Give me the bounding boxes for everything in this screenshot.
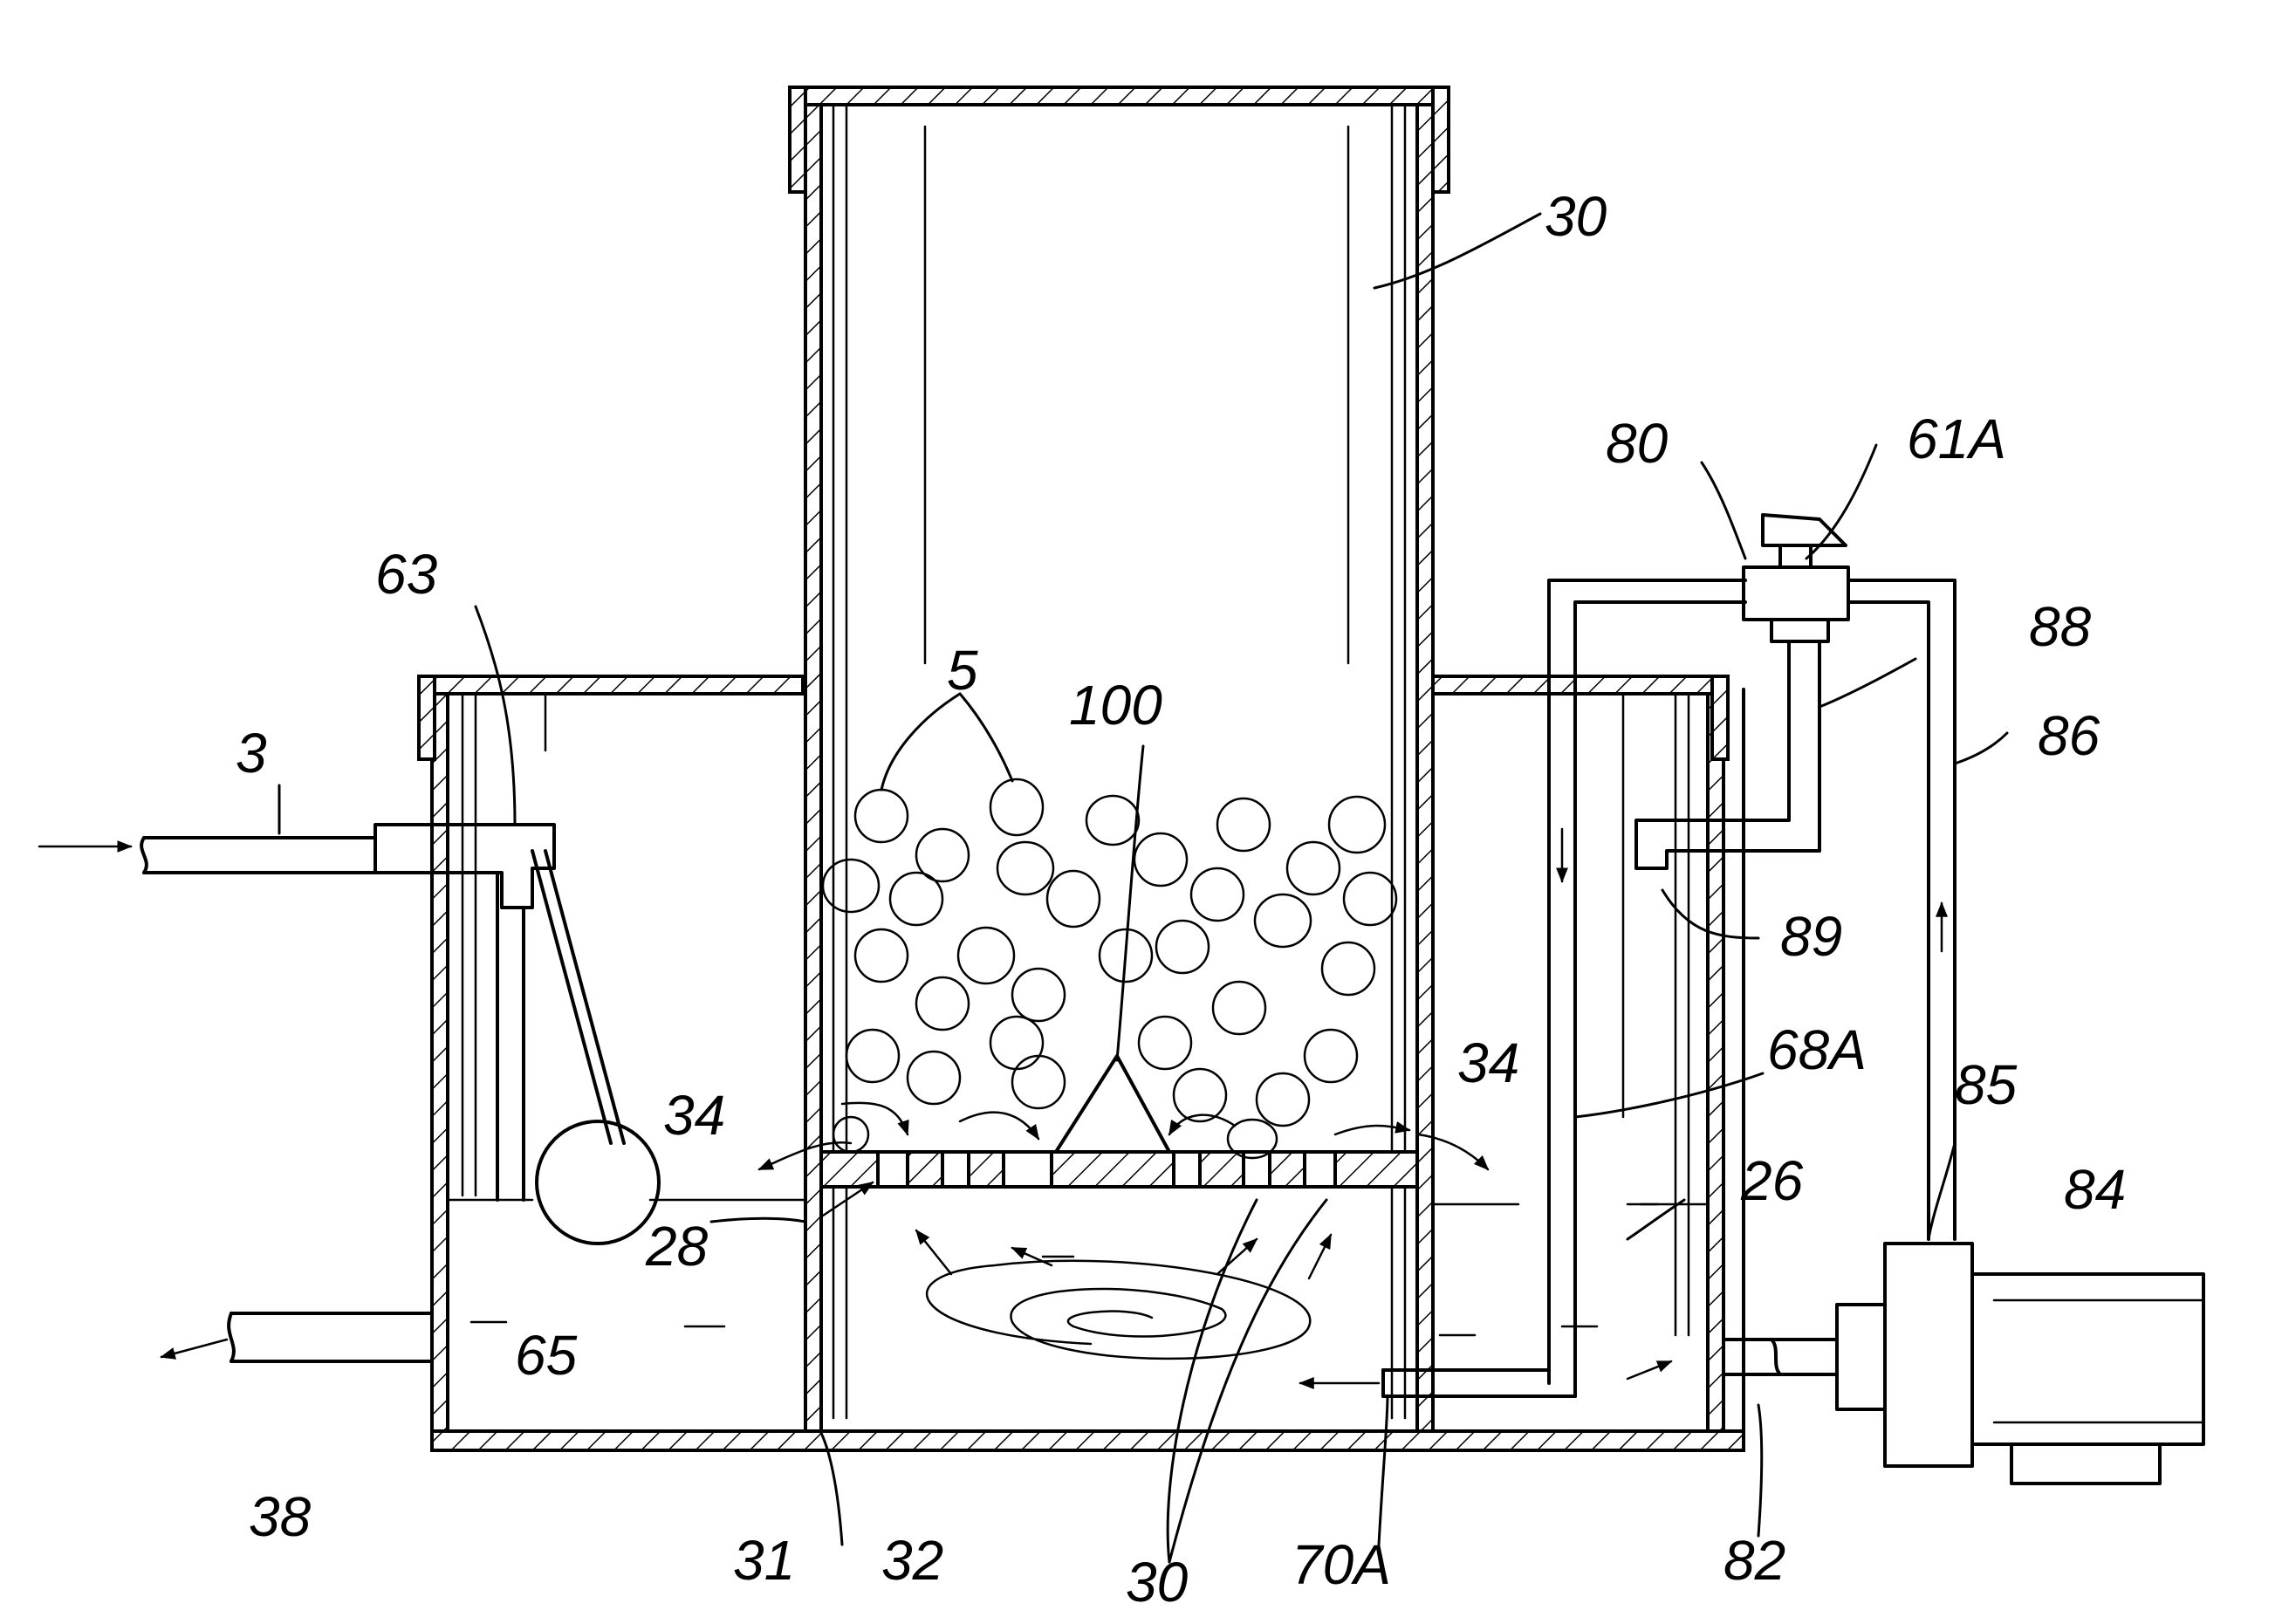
outer-tank — [432, 689, 1744, 1450]
label-88: 88 — [2029, 595, 2092, 658]
outlet-pipe — [229, 1313, 432, 1361]
label-34-right: 34 — [1457, 1031, 1519, 1094]
label-100: 100 — [1069, 674, 1162, 737]
swirl-flow — [927, 1261, 1310, 1359]
label-30-bottom: 30 — [1126, 1551, 1189, 1614]
label-80: 80 — [1606, 412, 1669, 475]
left-lid — [419, 676, 803, 1196]
right-lid — [1431, 676, 1728, 1335]
label-89: 89 — [1780, 905, 1842, 968]
labels: 30 5 100 3 63 65 38 34 34 28 31 32 30 70… — [236, 185, 2126, 1614]
label-86: 86 — [2038, 704, 2100, 767]
central-column — [790, 87, 1449, 1431]
label-82: 82 — [1723, 1529, 1785, 1592]
label-65: 65 — [515, 1324, 578, 1387]
label-61A: 61A — [1907, 408, 2006, 470]
flow-arrows — [39, 829, 1942, 1383]
label-38: 38 — [249, 1485, 312, 1548]
perforated-plate — [821, 1152, 1417, 1187]
label-84: 84 — [2064, 1158, 2126, 1221]
return-piping — [1383, 515, 1955, 1396]
label-70A: 70A — [1292, 1533, 1391, 1596]
label-68A: 68A — [1767, 1018, 1867, 1081]
label-26: 26 — [1740, 1149, 1804, 1212]
label-85: 85 — [1955, 1053, 2018, 1116]
label-63: 63 — [375, 543, 438, 606]
label-34-left: 34 — [663, 1084, 725, 1147]
label-3: 3 — [236, 722, 267, 785]
label-31: 31 — [733, 1529, 795, 1592]
label-32: 32 — [881, 1529, 943, 1592]
label-30-top: 30 — [1545, 185, 1607, 248]
pump-assembly — [1723, 1244, 2203, 1484]
pellets — [823, 779, 1396, 1158]
inlet-pipe — [141, 825, 659, 1244]
label-28: 28 — [645, 1215, 709, 1278]
distributor-cone — [1056, 1056, 1169, 1152]
label-5: 5 — [947, 639, 978, 702]
